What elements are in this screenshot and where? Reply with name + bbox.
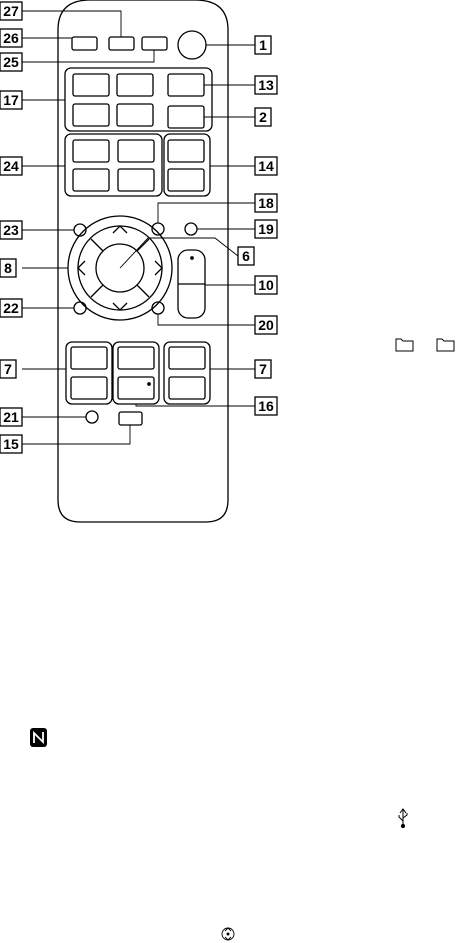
nfc-n-mark-icon bbox=[30, 728, 47, 747]
callout-26: 26 bbox=[3, 30, 19, 46]
leader-25 bbox=[22, 50, 154, 62]
group-7-left-frame bbox=[66, 342, 112, 404]
callout-19: 19 bbox=[258, 221, 274, 237]
enter-circle-icon bbox=[222, 928, 234, 940]
button-16-2[interactable] bbox=[118, 377, 154, 399]
button-7-left-2[interactable] bbox=[71, 377, 107, 399]
callout-25: 25 bbox=[3, 54, 19, 70]
button-7-left-1[interactable] bbox=[71, 347, 107, 369]
group-16-frame bbox=[113, 342, 159, 404]
leader-6 bbox=[120, 238, 238, 268]
group-14-frame bbox=[164, 134, 210, 196]
power-button[interactable] bbox=[178, 31, 206, 59]
dpad-right-arrow[interactable] bbox=[155, 261, 162, 275]
button-17-4[interactable] bbox=[117, 104, 153, 126]
callout-14: 14 bbox=[258, 158, 274, 174]
button-21[interactable] bbox=[86, 411, 98, 423]
dpad-divider bbox=[91, 285, 103, 297]
leader-20 bbox=[158, 314, 255, 325]
callout-16: 16 bbox=[258, 398, 274, 414]
callout-23: 23 bbox=[3, 222, 19, 238]
callout-7-left: 7 bbox=[4, 361, 12, 377]
dpad-down-arrow[interactable] bbox=[113, 303, 127, 310]
button-17-3[interactable] bbox=[73, 104, 109, 126]
button-17-2[interactable] bbox=[117, 74, 153, 96]
button-17-1[interactable] bbox=[73, 74, 109, 96]
button-input-left[interactable] bbox=[72, 37, 97, 50]
button-14-1[interactable] bbox=[168, 140, 204, 162]
volume-dot bbox=[191, 257, 193, 259]
button-24-3[interactable] bbox=[73, 169, 109, 191]
button-2[interactable] bbox=[168, 106, 204, 128]
callout-20: 20 bbox=[258, 317, 274, 333]
button-top-middle[interactable] bbox=[109, 37, 134, 50]
button-24-4[interactable] bbox=[118, 169, 154, 191]
group-7-right-frame bbox=[164, 342, 210, 404]
callout-18: 18 bbox=[258, 195, 274, 211]
button-7-right-2[interactable] bbox=[169, 377, 205, 399]
button-top-right[interactable] bbox=[142, 37, 167, 50]
dpad-left-arrow[interactable] bbox=[78, 261, 85, 275]
callout-7-right: 7 bbox=[259, 361, 267, 377]
callout-6: 6 bbox=[242, 248, 250, 264]
callout-27: 27 bbox=[3, 3, 19, 19]
leader-18 bbox=[158, 203, 255, 223]
folder-icon bbox=[396, 339, 413, 351]
dpad-divider bbox=[91, 239, 103, 251]
dpad-divider bbox=[137, 285, 149, 297]
button-19[interactable] bbox=[185, 223, 197, 235]
callout-15: 15 bbox=[3, 436, 19, 452]
dpad-divider bbox=[137, 239, 149, 251]
group-17-frame bbox=[65, 68, 212, 131]
leader-27 bbox=[22, 11, 121, 37]
callout-8: 8 bbox=[4, 260, 12, 276]
button-16-1[interactable] bbox=[118, 347, 154, 369]
callout-13: 13 bbox=[258, 77, 274, 93]
callout-21: 21 bbox=[3, 409, 19, 425]
folder-icon bbox=[437, 339, 454, 351]
usb-icon bbox=[399, 809, 407, 828]
callout-1: 1 bbox=[259, 37, 267, 53]
button-24-2[interactable] bbox=[118, 140, 154, 162]
callout-17: 17 bbox=[3, 92, 19, 108]
button-14-2[interactable] bbox=[168, 169, 204, 191]
button-13[interactable] bbox=[168, 74, 204, 96]
button-22[interactable] bbox=[74, 302, 86, 314]
callout-22: 22 bbox=[3, 300, 19, 316]
group-24-frame bbox=[65, 134, 162, 196]
button-15[interactable] bbox=[119, 412, 142, 425]
callout-2: 2 bbox=[259, 109, 267, 125]
callout-24: 24 bbox=[3, 158, 19, 174]
leader-15 bbox=[22, 425, 130, 444]
button-16-dot bbox=[148, 383, 150, 385]
button-24-1[interactable] bbox=[73, 140, 109, 162]
dpad-up-arrow[interactable] bbox=[113, 226, 127, 233]
button-7-right-1[interactable] bbox=[169, 347, 205, 369]
callout-10: 10 bbox=[258, 277, 274, 293]
